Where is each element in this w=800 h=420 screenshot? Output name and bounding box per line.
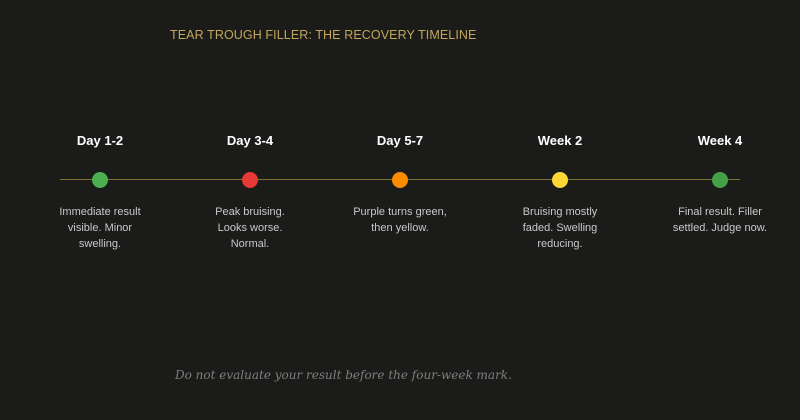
stage-description: Bruising mostly faded. Swelling reducing…: [522, 206, 598, 250]
stage-description: Immediate result visible. Minor swelling…: [59, 206, 141, 250]
stage-description: Final result. Filler settled. Judge now.: [672, 206, 768, 234]
stage-label: Day 3-4: [226, 133, 274, 148]
footnote: Do not evaluate your result before the f…: [175, 368, 512, 382]
stage-marker-dot: [92, 172, 108, 188]
stage-marker-dot: [242, 172, 258, 188]
page-title: TEAR TROUGH FILLER: THE RECOVERY TIMELIN…: [170, 28, 477, 42]
stage-label: Day 5-7: [376, 133, 424, 148]
stage-description: Peak bruising. Looks worse. Normal.: [215, 206, 285, 250]
stage-label: Week 2: [537, 133, 583, 148]
stage-marker-dot: [552, 172, 568, 188]
stage-marker-dot: [392, 172, 408, 188]
stage-label: Day 1-2: [76, 133, 124, 148]
stage-marker-dot: [712, 172, 728, 188]
stage-description: Purple turns green, then yellow.: [353, 206, 447, 234]
stage-label: Week 4: [697, 133, 743, 148]
